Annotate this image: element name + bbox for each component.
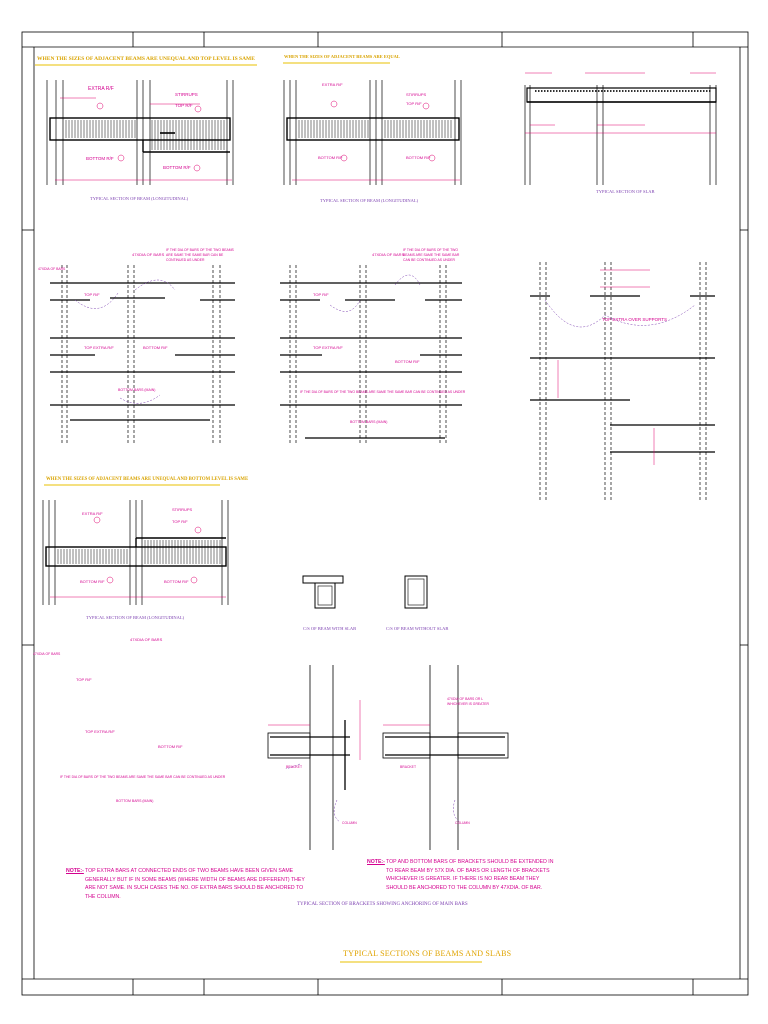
slab-dims [525,72,716,134]
label-dia-note-4: IF THE DIA OF BARS OF THE TWO BEAMS ARE … [60,775,226,779]
label-extra-rf-3: EXTRA R/F [82,511,103,516]
beam-2-dims [292,100,460,181]
label-top-rf-p2: TOP R/F [313,292,329,297]
caption-longitudinal-3: TYPICAL SECTION OF BEAM (LONGITUDINAL) [86,615,185,620]
plan-3-dim-ticks [557,269,655,465]
beam-longitudinal-3 [42,500,229,605]
bracket-section-2 [382,665,509,850]
label-bottom-bars-p2: BOTTOM BARS (MAIN) [350,420,388,424]
label-top-rf-3: TOP R/F [172,519,188,524]
label-top-extra-rf-p2: TOP EXTRA R/F [313,345,343,350]
label-bottom-rf-3b: BOTTOM R/F [164,579,189,584]
label-extra-rf-2: EXTRA R/F [322,82,343,87]
bar-plan-2-curves [329,274,421,312]
caption-longitudinal-2: TYPICAL SECTION OF BEAM (LONGITUDINAL) [320,198,419,203]
label-top-extra-rf-p1: TOP EXTRA R/F [84,345,114,350]
section-title-equal: WHEN THE SIZES OF ADJACENT BEAMS ARE EQU… [284,54,400,59]
bracket-dims [268,700,430,760]
caption-cs-with-slab: C/S OF BEAM WITH SLAB [303,626,357,631]
beam-3-stirrups [57,540,221,564]
label-stirrups-2: STIRRUPS [406,92,427,97]
beam-2-stirrups [298,120,452,138]
label-top-rf-1: TOP R/F [175,103,193,108]
caption-brackets: TYPICAL SECTION OF BRACKETS SHOWING ANCH… [297,902,468,907]
beam-1-stirrups [65,120,225,150]
section-title-unequal-top: WHEN THE SIZES OF ADJACENT BEAMS ARE UNE… [37,56,255,62]
label-dia-bars-1: 47XDIA OF BARS [132,252,165,257]
label-anchor-note: 47XDIA OF BARS OR L WHICHEVER IS GREATER [447,697,489,706]
note-key-left: NOTE:- [66,868,84,874]
label-top-extra-over-supports: TOP EXTRA OVER SUPPORTS [602,317,668,322]
label-column-2: COLUMN [455,821,470,825]
bar-plan-1-curves [74,279,176,404]
sheet-border [21,31,749,996]
label-dia-note-2b: IF THE DIA OF BARS OF THE TWO BEAMS ARE … [300,390,466,394]
label-stirrups-3: STIRRUPS [172,507,193,512]
caption-slab: TYPICAL SECTION OF SLAB [596,189,655,194]
beam-longitudinal-1 [46,80,234,185]
label-bottom-rf-p4: BOTTOM R/F [158,744,183,749]
label-dia-bars-1b: 47XDIA OF BARS [38,267,66,271]
bracket-leaders [285,763,461,823]
caption-longitudinal-1: TYPICAL SECTION OF BEAM (LONGITUDINAL) [90,196,189,201]
label-bottom-rf-1b: BOTTOM R/F [163,165,191,170]
beam-longitudinal-2 [283,80,462,185]
label-bottom-rf-3: BOTTOM R/F [80,579,105,584]
caption-cs-without-slab: C/S OF BEAM WITHOUT SLAB [386,626,449,631]
bar-plan-2-bars [280,282,462,439]
label-dia-note-1: IF THE DIA OF BARS OF THE TWO BEAMS ARE … [166,248,234,262]
note-key-right: NOTE:- [367,859,385,865]
label-dia-note-2: IF THE DIA OF BARS OF THE TWO BEAMS ARE … [403,248,460,262]
slab-section [524,85,717,185]
bar-plan-3 [539,262,707,500]
label-top-rf-p1: TOP R/F [84,292,100,297]
section-title-unequal-bottom: WHEN THE SIZES OF ADJACENT BEAMS ARE UNE… [46,477,249,482]
label-bottom-bars-p1: BOTTOM BARS (MAIN) [118,388,156,392]
cs-beam-without-slab [404,575,428,609]
label-bottom-bars-p4: BOTTOM BARS (MAIN) [116,799,154,803]
label-bottom-rf-2b: BOTTOM R/F [406,155,431,160]
label-bottom-rf-2: BOTTOM R/F [318,155,343,160]
label-dia-bars-4: 47XDIA OF BARS [130,637,163,642]
beam-3-dims [50,516,226,598]
label-stirrups-1: STIRRUPS [175,92,198,97]
label-extra-rf-1: EXTRA R/F [88,86,114,92]
title-underlines [35,62,482,963]
label-top-rf-p4: TOP R/F [76,677,92,682]
label-top-rf-2: TOP R/F [406,101,422,106]
bar-plan-1-bars [50,282,235,421]
label-bracket-1: BRACKET [286,765,303,769]
note-right: TOP AND BOTTOM BARS OF BRACKETS SHOULD B… [386,859,554,891]
label-bottom-rf-1: BOTTOM R/F [86,156,114,161]
label-bracket-2: BRACKET [400,765,417,769]
bar-plan-3-curve [544,299,696,328]
cs-beam-with-slab [302,575,344,609]
beam-1-dims [55,97,232,181]
label-dia-bars-4b: 47XDIA OF BARS [33,652,61,656]
bar-plan-3-bars [530,295,715,453]
label-column-1: COLUMN [342,821,357,825]
bracket-section-1 [267,665,350,850]
label-bottom-rf-p1: BOTTOM R/F [143,345,168,350]
label-dia-bars-2: 47XDIA OF BARS [372,252,405,257]
label-top-extra-rf-p4: TOP EXTRA R/F [85,729,115,734]
label-bottom-rf-p2: BOTTOM R/F [395,359,420,364]
note-left: TOP EXTRA BARS AT CONNECTED ENDS OF TWO … [85,868,305,900]
main-title: TYPICAL SECTIONS OF BEAMS AND SLABS [343,949,512,958]
